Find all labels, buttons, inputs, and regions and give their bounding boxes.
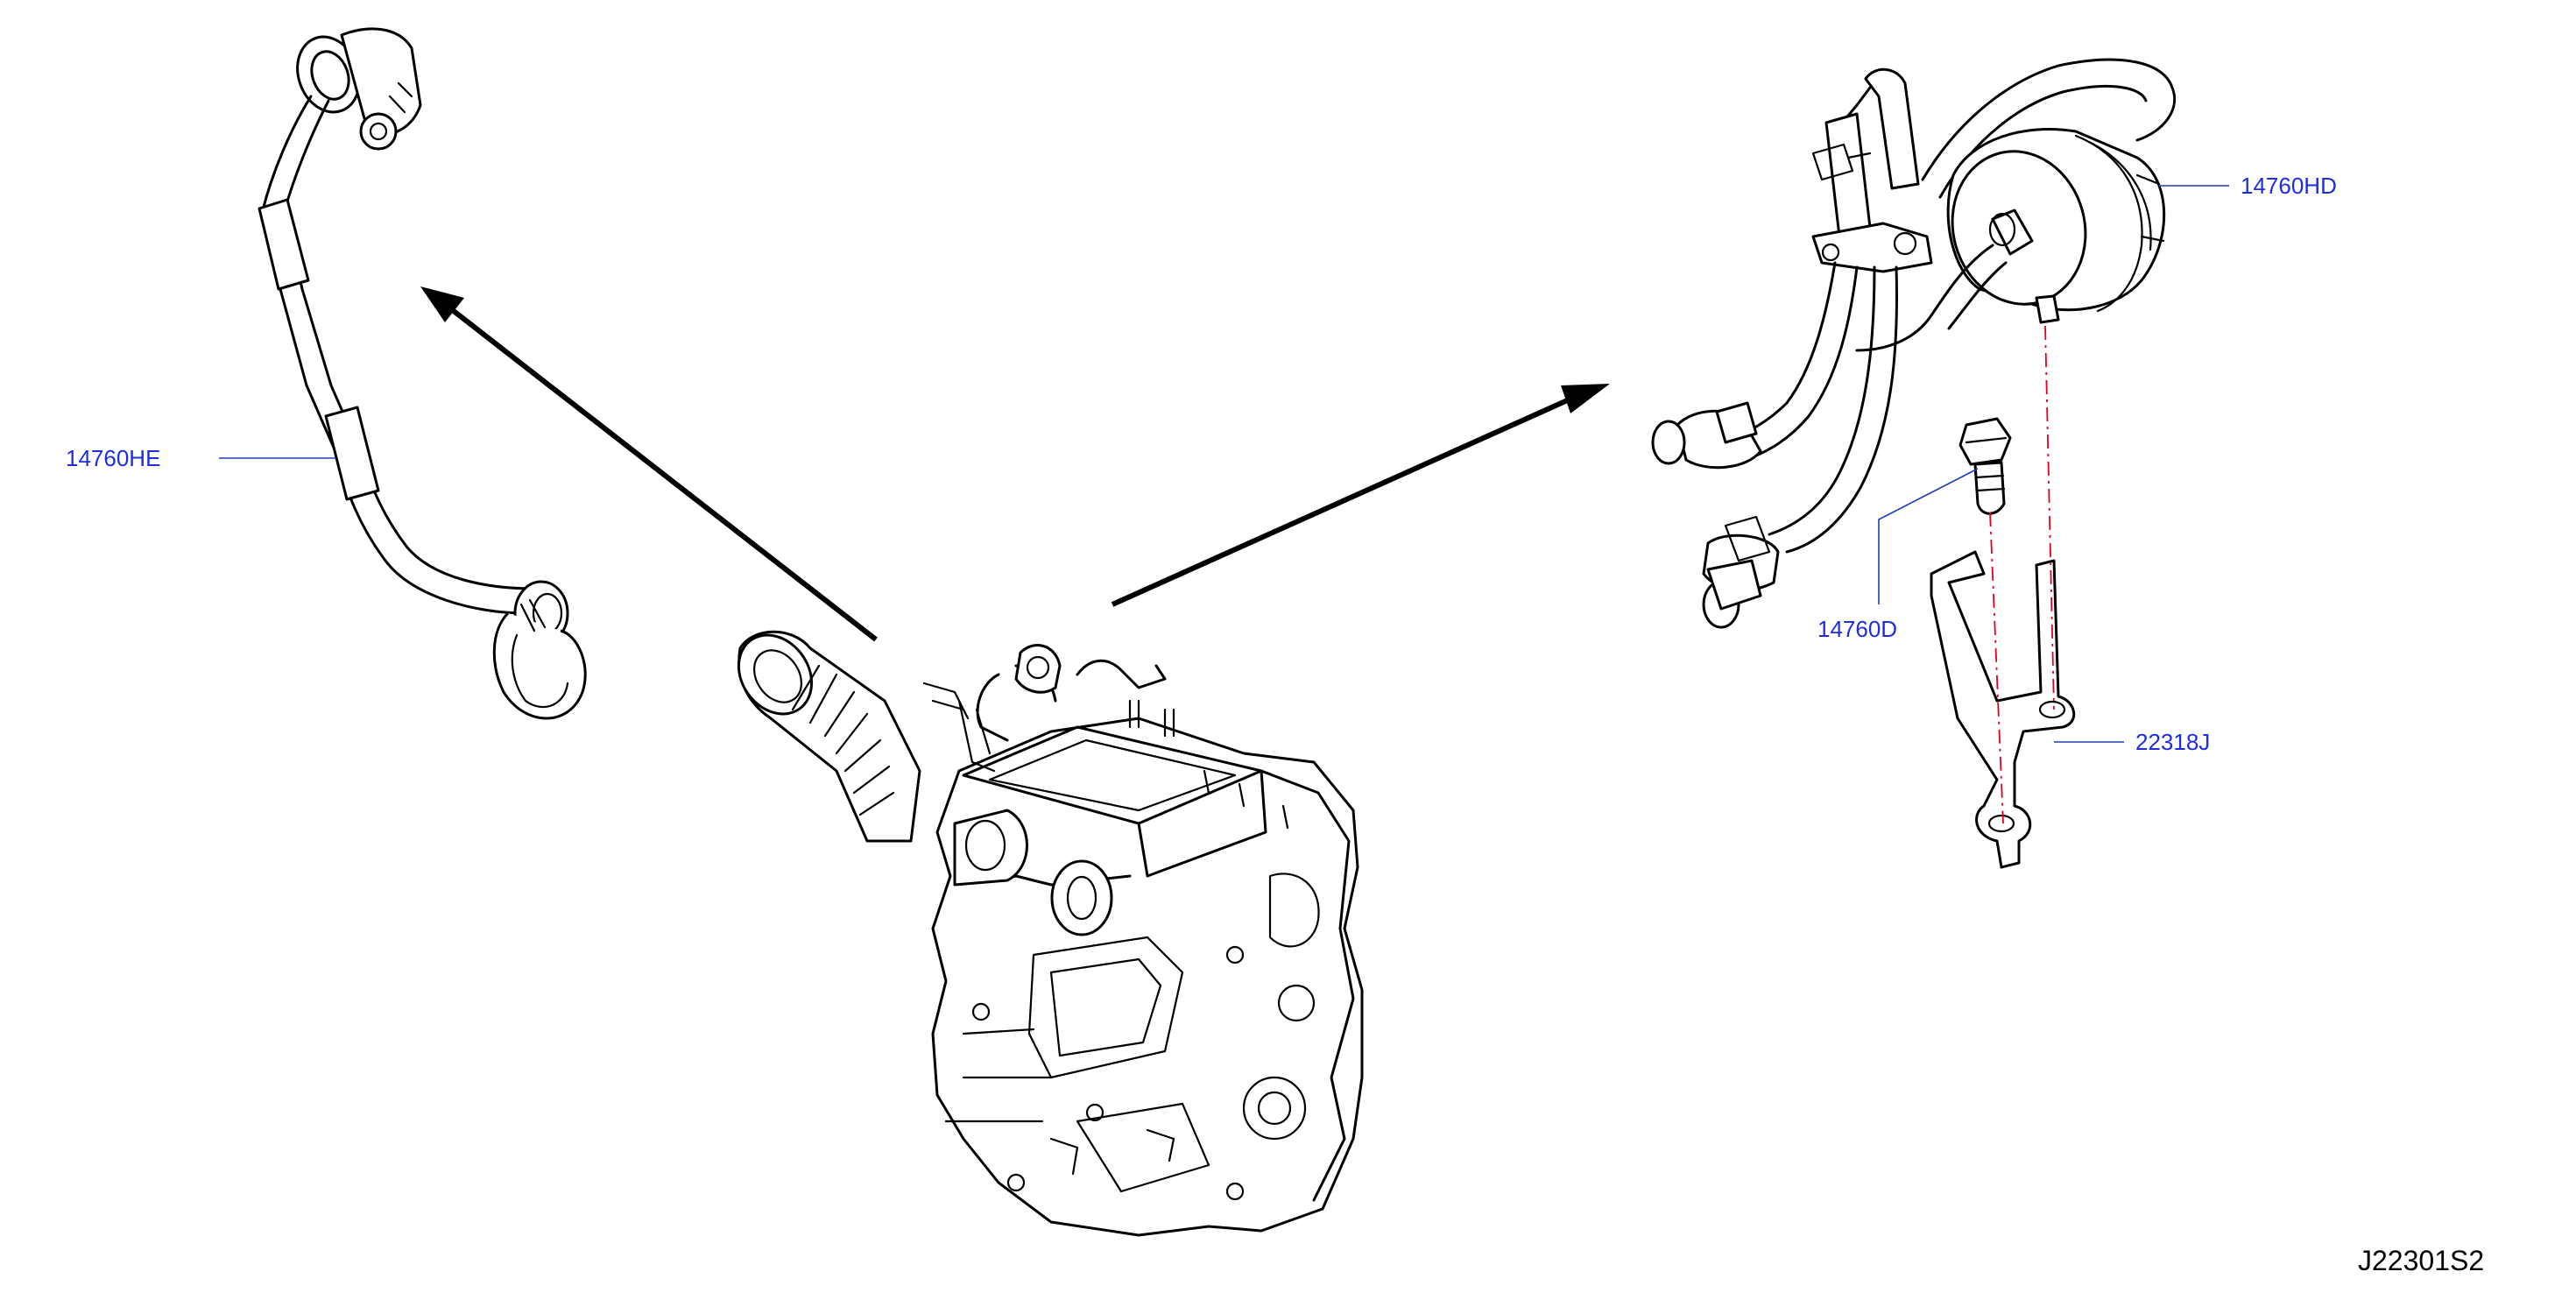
- centerline-bolt: [1989, 512, 2004, 824]
- centerline-canister: [2044, 325, 2055, 710]
- engine-block-drawing: [737, 630, 1364, 1237]
- bolt-14760d-drawing: [1958, 417, 2012, 515]
- canister-hose-14760hd-drawing: [1651, 58, 2177, 629]
- arrow-to-hose-left: [420, 286, 878, 642]
- part-label-14760d: 14760D: [1817, 616, 1897, 642]
- part-label-14760hd: 14760HD: [2241, 173, 2337, 199]
- bracket-22318j-drawing: [1930, 550, 2076, 869]
- part-label-14760he: 14760HE: [66, 445, 160, 471]
- diagram-id: J22301S2: [2358, 1245, 2484, 1276]
- arrow-to-canister: [1111, 384, 1610, 607]
- hose-14760he-drawing: [258, 27, 587, 720]
- part-label-22318j: 22318J: [2135, 729, 2210, 755]
